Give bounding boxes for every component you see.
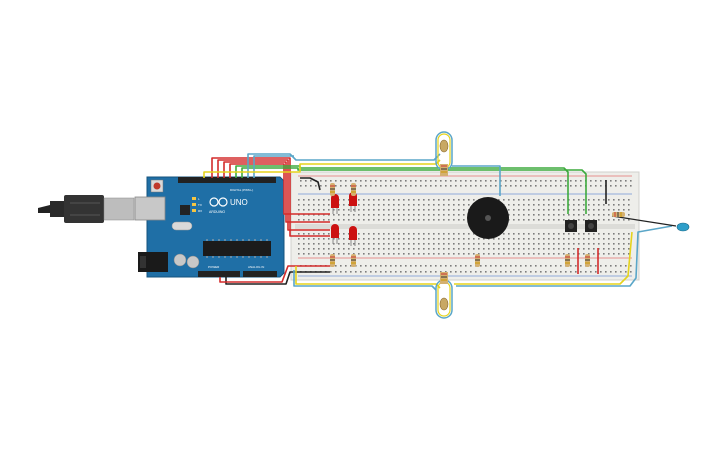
power-label: POWER (208, 265, 220, 269)
wire-red (229, 163, 285, 210)
atmega-chip (203, 241, 271, 256)
usb-cable (38, 195, 135, 223)
wire-red (211, 157, 291, 228)
led-4[interactable] (349, 226, 357, 246)
breadboard[interactable] (290, 171, 640, 281)
wire-red-loop (285, 218, 330, 223)
digital-label: DIGITAL (PWM~) (230, 188, 253, 192)
arduino-uno-board[interactable]: UNO ARDUINO DIGITAL (PWM~) POWER ANALOG … (134, 176, 285, 278)
resistor[interactable] (565, 254, 570, 267)
wire-black (300, 177, 321, 191)
usb-port (134, 196, 166, 221)
resistor[interactable] (612, 212, 625, 217)
resistor[interactable] (351, 183, 356, 196)
wire-red-loop (287, 224, 330, 231)
breadboard-holes (298, 180, 632, 273)
piezo-buzzer[interactable] (467, 197, 509, 239)
wire-red (223, 161, 287, 218)
resistor[interactable] (475, 254, 480, 267)
wire-yellow (454, 231, 633, 285)
wire-red (219, 265, 330, 283)
capacitor-1 (173, 253, 187, 267)
wire-blue (293, 270, 437, 291)
resistor[interactable] (330, 254, 335, 267)
push-button-1[interactable] (565, 220, 577, 232)
wire-red-loop (289, 228, 330, 237)
resistor[interactable] (330, 183, 335, 196)
push-button-2[interactable] (585, 220, 597, 232)
power-header (198, 271, 240, 277)
board-brand: ARDUINO (209, 210, 225, 214)
wire-red-loop (283, 210, 330, 215)
wire-red (217, 159, 289, 224)
wire-blue (247, 153, 441, 178)
photoresistor-bottom[interactable] (435, 272, 453, 319)
wire-black (611, 215, 677, 227)
photoresistor-top[interactable] (435, 131, 453, 176)
wire-green (241, 167, 587, 214)
wire-blue (452, 165, 501, 196)
analog-header (243, 271, 277, 277)
wire-blue (253, 155, 294, 178)
arduino-logo-icon (209, 197, 228, 207)
resistor[interactable] (351, 254, 356, 267)
led-3[interactable] (331, 224, 339, 244)
capacitor-2 (186, 255, 200, 269)
wire-blue (456, 225, 673, 287)
tx-label: TX (198, 203, 202, 207)
led-1[interactable] (331, 194, 339, 214)
resistors (330, 183, 625, 267)
resistor[interactable] (585, 254, 590, 267)
crystal (171, 221, 193, 231)
rx-label: RX (198, 209, 202, 213)
temperature-probe[interactable] (676, 222, 690, 232)
chip-pins (206, 239, 268, 258)
board-model: UNO (230, 198, 248, 207)
digital-header (178, 177, 276, 183)
l-label: L (198, 197, 200, 201)
analog-label: ANALOG IN (248, 265, 264, 269)
